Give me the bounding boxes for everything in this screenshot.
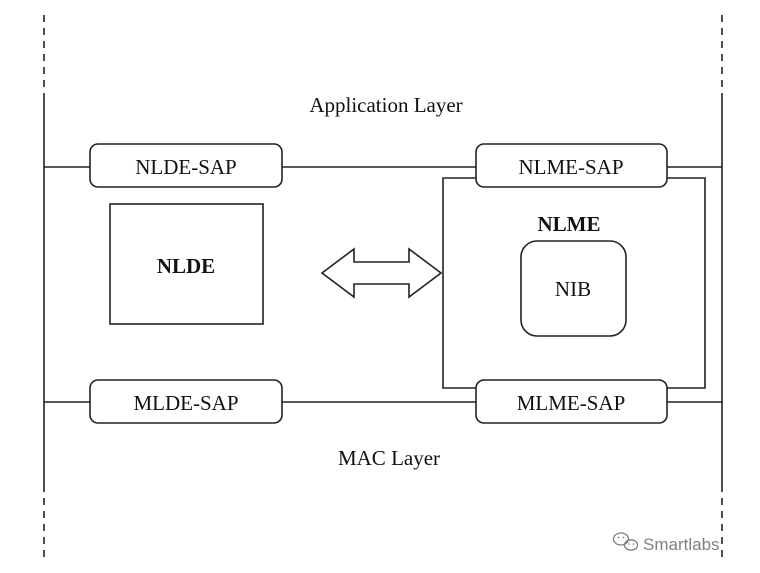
nib-label: NIB <box>555 277 591 301</box>
nlde-entity-box: NLDE <box>109 203 264 325</box>
mlme-sap-label: MLME-SAP <box>517 391 626 415</box>
wechat-icon <box>612 532 639 551</box>
mlde-sap-box: MLDE-SAP <box>89 379 283 424</box>
nlme-sap-box: NLME-SAP <box>475 143 668 188</box>
nlde-label: NLDE <box>157 254 215 278</box>
nib-box: NIB <box>520 240 627 337</box>
nlme-label: NLME <box>538 212 601 236</box>
nlde-sap-box: NLDE-SAP <box>89 143 283 188</box>
mlme-sap-box: MLME-SAP <box>475 379 668 424</box>
nlme-sap-label: NLME-SAP <box>518 155 623 179</box>
watermark: Smartlabs <box>612 532 720 554</box>
nlme-box <box>442 177 706 389</box>
double-arrow-icon <box>320 247 443 299</box>
watermark-text: Smartlabs <box>643 535 720 554</box>
mac-layer-label: MAC Layer <box>338 446 440 470</box>
nlde-sap-label: NLDE-SAP <box>135 155 237 179</box>
mlde-sap-label: MLDE-SAP <box>133 391 238 415</box>
application-layer-label: Application Layer <box>309 93 462 117</box>
